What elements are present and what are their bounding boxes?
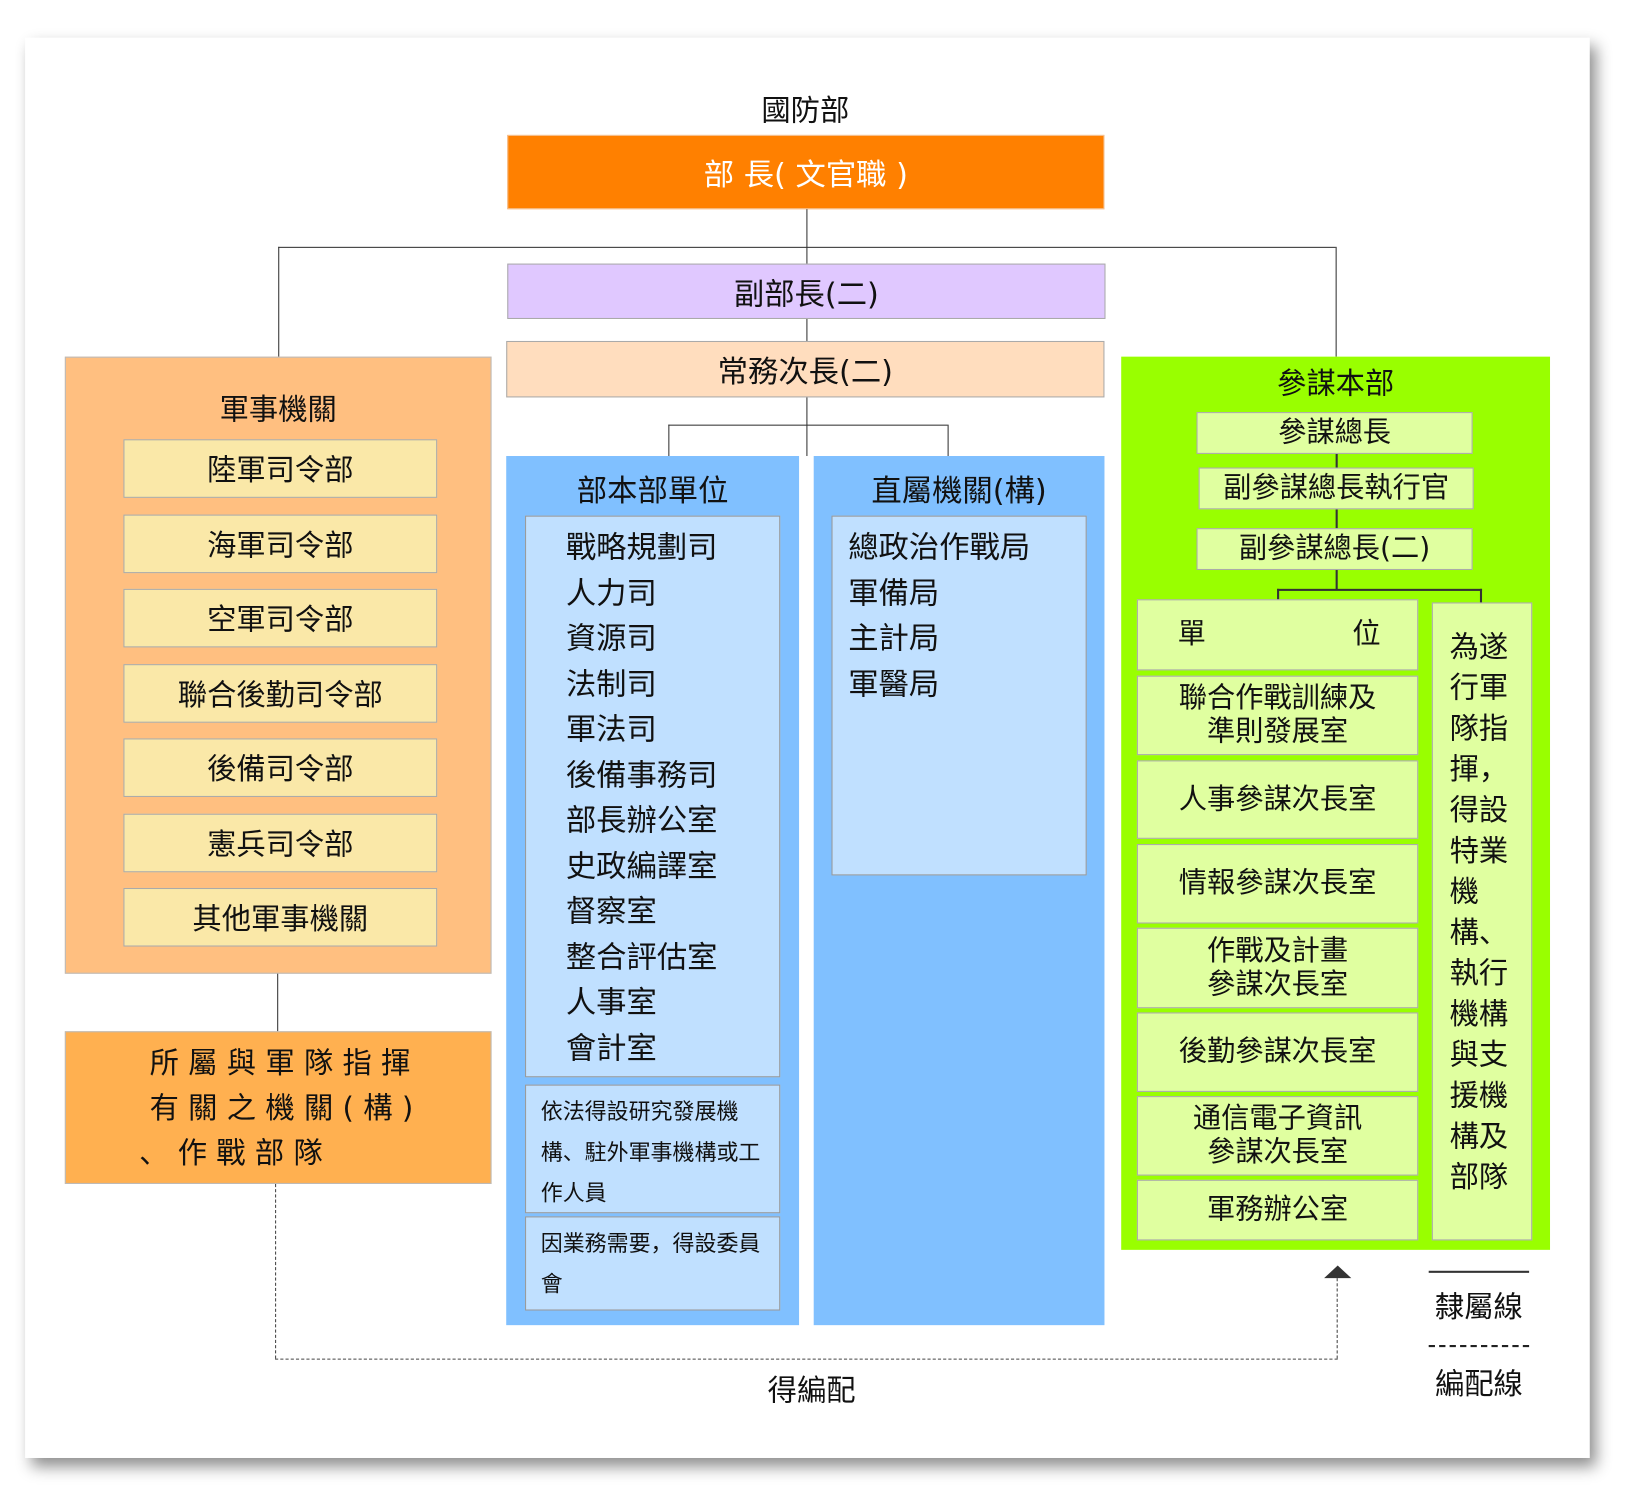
deputy-chiefs-box: 副參謀總長(二) xyxy=(1196,528,1473,571)
military-agency-item: 海軍司令部 xyxy=(123,514,438,573)
direct-agencies-title: 直屬機關(構) xyxy=(871,472,1047,509)
staff-unit-item: 作戰及計畫 參謀次長室 xyxy=(1136,927,1419,1009)
vice-minister-box: 副部長(二) xyxy=(507,263,1106,319)
executive-officer-box: 副參謀總長執行官 xyxy=(1198,467,1474,510)
direct-agency-item: 軍備局 xyxy=(848,574,940,611)
assignment-line-left xyxy=(275,1183,277,1359)
ministry-units-title: 部本部單位 xyxy=(576,472,729,509)
subordinate-line-2: 有 關 之 機 關 ( 構 ) xyxy=(149,1090,414,1126)
direct-agency-item: 軍醫局 xyxy=(848,665,940,702)
side-note: 為遂行軍隊指揮，得設特業機構、執行機構與支援機構及部隊 xyxy=(1431,602,1533,1241)
staff-unit-item: 聯合作戰訓練及 準則發展室 xyxy=(1136,675,1419,756)
ministry-note-committee: 因業務需要，得設委員會 xyxy=(525,1216,781,1311)
staff-unit-item: 後勤參謀次長室 xyxy=(1136,1012,1419,1092)
minister-box: 部 長( 文官職 ) xyxy=(507,134,1105,210)
ministry-unit-item: 後備事務司 xyxy=(565,756,718,793)
military-agency-item: 憲兵司令部 xyxy=(123,813,438,872)
military-agency-item: 其他軍事機關 xyxy=(123,887,438,947)
ministry-unit-item: 會計室 xyxy=(565,1029,657,1066)
chief-of-staff-box: 參謀總長 xyxy=(1196,412,1473,454)
ministry-unit-item: 法制司 xyxy=(565,665,657,702)
ministry-note-research: 依法得設研究發展機構、駐外軍事機構或工作人員 xyxy=(525,1084,781,1214)
subordinate-box: 所 屬 與 軍 隊 指 揮 有 關 之 機 關 ( 構 ) 、 作 戰 部 隊 xyxy=(64,1031,492,1184)
ministry-unit-item: 資源司 xyxy=(565,620,657,656)
general-staff-title: 參謀本部 xyxy=(1277,366,1395,401)
units-line-right xyxy=(947,424,949,457)
legend-dashed-label: 編配線 xyxy=(1434,1366,1523,1402)
assignment-line-right xyxy=(1336,1278,1338,1359)
right-line xyxy=(1335,246,1337,357)
staff-bracket xyxy=(1277,588,1483,591)
deputy-chief-box: 常務次長(二) xyxy=(506,340,1105,398)
ministry-unit-item: 史政編譯室 xyxy=(565,847,718,884)
military-agency-item: 後備司令部 xyxy=(123,738,438,797)
staff-line xyxy=(1335,453,1338,590)
legend-solid-line xyxy=(1428,1270,1530,1273)
ministry-units-panel: 部本部單位 戰略規劃司人力司資源司法制司軍法司後備事務司部長辦公室史政編譯室督察… xyxy=(506,456,800,1326)
subordinate-line-1: 所 屬 與 軍 隊 指 揮 xyxy=(149,1045,411,1081)
branch-line xyxy=(278,246,1336,248)
military-agency-item: 聯合後勤司令部 xyxy=(123,663,438,723)
left-line xyxy=(278,246,280,357)
direct-agency-item: 總政治作戰局 xyxy=(848,529,1031,565)
staff-bracket-right xyxy=(1479,588,1483,603)
main-line xyxy=(806,209,808,457)
ministry-unit-item: 督察室 xyxy=(565,893,657,929)
subordinate-line xyxy=(277,973,279,1032)
subordinate-line-3: 、 作 戰 部 隊 xyxy=(139,1135,323,1171)
military-agencies-panel: 軍事機關 陸軍司令部海軍司令部空軍司令部聯合後勤司令部後備司令部憲兵司令部其他軍… xyxy=(64,356,492,974)
staff-unit-item: 通信電子資訊 參謀次長室 xyxy=(1136,1096,1419,1176)
chart-title: 國防部 xyxy=(761,93,850,128)
legend-solid-label: 隸屬線 xyxy=(1434,1289,1523,1325)
units-header: 單位 xyxy=(1136,599,1419,671)
general-staff-panel: 參謀本部 參謀總長 副參謀總長執行官 副參謀總長(二) 單位 聯合作戰訓練及 準… xyxy=(1121,356,1551,1250)
ministry-unit-item: 整合評估室 xyxy=(565,938,718,975)
units-header-1: 單 xyxy=(1177,618,1206,651)
units-header-2: 位 xyxy=(1352,618,1381,651)
units-line xyxy=(668,424,948,426)
military-agencies-title: 軍事機關 xyxy=(219,392,337,427)
ministry-unit-item: 部長辦公室 xyxy=(565,802,718,838)
assignment-line xyxy=(275,1358,1338,1360)
staff-unit-item: 人事參謀次長室 xyxy=(1136,760,1419,839)
ministry-unit-item: 人力司 xyxy=(565,574,657,611)
assignment-label: 得編配 xyxy=(767,1373,856,1408)
units-line-left xyxy=(668,424,670,457)
arrow-up-icon xyxy=(1324,1265,1352,1279)
military-agency-item: 空軍司令部 xyxy=(123,588,438,648)
military-agency-item: 陸軍司令部 xyxy=(123,439,438,498)
legend-dashed-line xyxy=(1428,1345,1530,1348)
ministry-unit-item: 戰略規劃司 xyxy=(565,529,718,565)
staff-unit-item: 軍務辦公室 xyxy=(1136,1179,1419,1241)
direct-agency-item: 主計局 xyxy=(848,620,940,656)
direct-agencies-panel: 直屬機關(構) 總政治作戰局軍備局主計局軍醫局 xyxy=(813,456,1105,1326)
staff-unit-item: 情報參謀次長室 xyxy=(1136,844,1419,924)
ministry-unit-item: 人事室 xyxy=(565,984,657,1020)
ministry-unit-item: 軍法司 xyxy=(565,711,657,747)
staff-bracket-left xyxy=(1277,588,1280,601)
